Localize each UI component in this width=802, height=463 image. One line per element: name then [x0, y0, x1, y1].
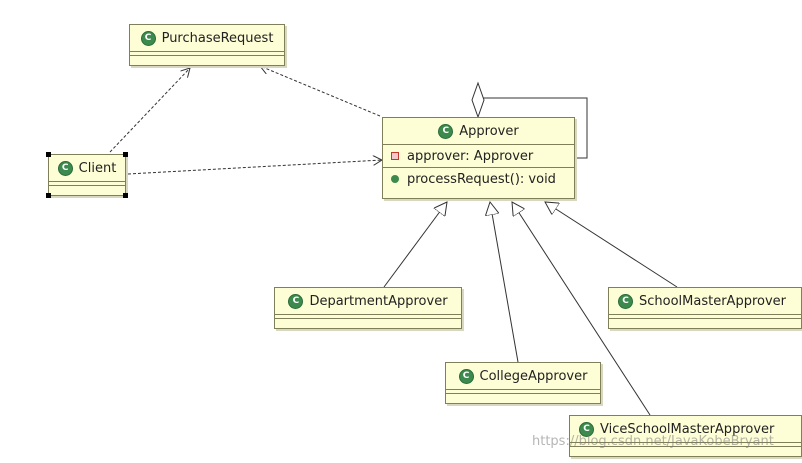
class-name: Approver — [459, 123, 519, 139]
class-header: C DepartmentApprover — [275, 288, 461, 315]
selection-handle[interactable] — [123, 152, 128, 157]
attribute-row[interactable]: approver: Approver — [383, 145, 574, 168]
class-departmentapprover[interactable]: C DepartmentApprover — [274, 287, 462, 329]
class-client[interactable]: C Client — [48, 154, 126, 196]
operations-compartment — [609, 319, 801, 322]
class-header: C Client — [49, 155, 125, 182]
class-schoolmasterapprover[interactable]: C SchoolMasterApprover — [608, 287, 802, 329]
attributes-compartment — [130, 52, 284, 56]
selection-handle[interactable] — [123, 193, 128, 198]
class-header: C SchoolMasterApprover — [609, 288, 801, 315]
class-name: PurchaseRequest — [161, 30, 274, 46]
attribute-text: approver: Approver — [407, 148, 534, 164]
class-header: C CollegeApprover — [446, 363, 600, 390]
attributes-compartment — [275, 315, 461, 319]
generalization-schoolmaster — [545, 202, 678, 288]
class-name: CollegeApprover — [479, 368, 588, 384]
class-approver[interactable]: C Approver approver: Approver processReq… — [382, 117, 575, 199]
operation-row[interactable]: processRequest(): void — [383, 168, 574, 190]
public-method-icon — [391, 175, 399, 183]
class-header: C PurchaseRequest — [130, 25, 284, 52]
operations-compartment — [49, 186, 125, 189]
dependency-approver-purchaserequest — [260, 66, 381, 117]
attributes-compartment — [49, 182, 125, 186]
class-name: ViceSchoolMasterApprover — [600, 421, 775, 437]
class-icon: C — [288, 293, 304, 309]
class-purchaserequest[interactable]: C PurchaseRequest — [129, 24, 285, 66]
class-viceschoolmasterapprover[interactable]: C ViceSchoolMasterApprover — [569, 415, 802, 457]
dependency-client-approver — [127, 160, 382, 175]
operations-compartment — [446, 394, 600, 397]
watermark: https://blog.csdn.net/JavaKobeBryant — [532, 434, 774, 449]
class-icon: C — [579, 421, 594, 437]
class-name: Client — [78, 160, 117, 176]
class-icon: C — [438, 123, 454, 139]
class-name: SchoolMasterApprover — [639, 293, 786, 309]
class-header: C ViceSchoolMasterApprover — [570, 416, 801, 443]
private-field-icon — [391, 152, 399, 160]
aggregation-diamond — [471, 81, 485, 119]
attributes-compartment — [446, 390, 600, 394]
dependency-client-purchaserequest — [109, 68, 190, 153]
class-icon: C — [458, 368, 474, 384]
class-name: DepartmentApprover — [309, 293, 448, 309]
generalization-viceschoolmaster — [512, 202, 651, 416]
generalization-college — [490, 202, 519, 363]
class-collegeapprover[interactable]: C CollegeApprover — [445, 362, 601, 404]
operations-compartment — [130, 56, 284, 59]
class-icon: C — [618, 293, 633, 309]
attributes-compartment — [570, 443, 801, 447]
class-icon: C — [140, 30, 156, 46]
generalization-department — [383, 202, 447, 288]
class-icon: C — [57, 160, 73, 176]
selection-handle[interactable] — [46, 152, 51, 157]
operation-text: processRequest(): void — [407, 171, 556, 187]
operations-compartment — [275, 319, 461, 322]
selection-handle[interactable] — [46, 193, 51, 198]
attributes-compartment — [609, 315, 801, 319]
class-header: C Approver — [383, 118, 574, 145]
